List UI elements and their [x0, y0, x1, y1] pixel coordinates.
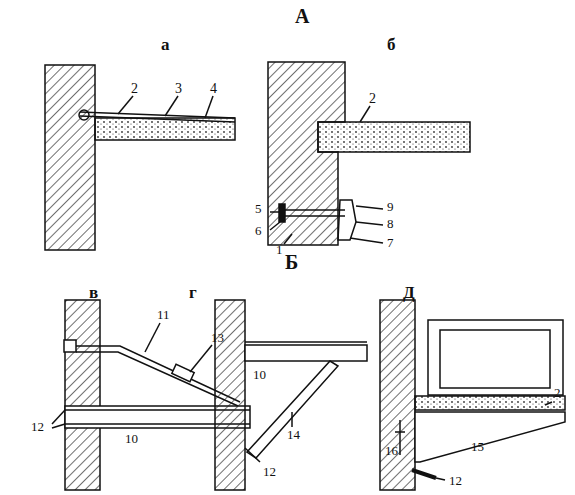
- callout-number: 2: [368, 92, 377, 106]
- callout-number: 10: [252, 368, 267, 381]
- view-letter: а: [160, 36, 171, 53]
- callout-number: 13: [210, 331, 225, 344]
- callout-number: 15: [470, 440, 485, 453]
- view-letter: г: [188, 284, 198, 301]
- section-letter: Б: [284, 252, 299, 272]
- callout-number: 4: [209, 82, 218, 96]
- view-letter: Д: [402, 284, 416, 301]
- callout-number: 12: [448, 474, 463, 487]
- callout-number: 1: [275, 243, 284, 256]
- section-letter: А: [294, 6, 310, 26]
- view-letter: б: [386, 36, 397, 53]
- callout-number: 14: [286, 428, 301, 441]
- callout-number: 7: [386, 236, 395, 249]
- callout-number: 12: [262, 465, 277, 478]
- view-letter: в: [88, 284, 99, 301]
- callout-number: 8: [386, 217, 395, 230]
- callout-number: 5: [254, 202, 263, 215]
- callout-number: 9: [386, 200, 395, 213]
- callout-number: 10: [124, 432, 139, 445]
- callout-number: 12: [30, 420, 45, 433]
- callout-number: 2: [553, 386, 562, 399]
- callout-number: 16: [384, 444, 399, 457]
- callout-number: 2: [130, 82, 139, 96]
- callout-number: 6: [254, 224, 263, 237]
- callout-number: 11: [156, 308, 171, 321]
- callout-number: 3: [174, 82, 183, 96]
